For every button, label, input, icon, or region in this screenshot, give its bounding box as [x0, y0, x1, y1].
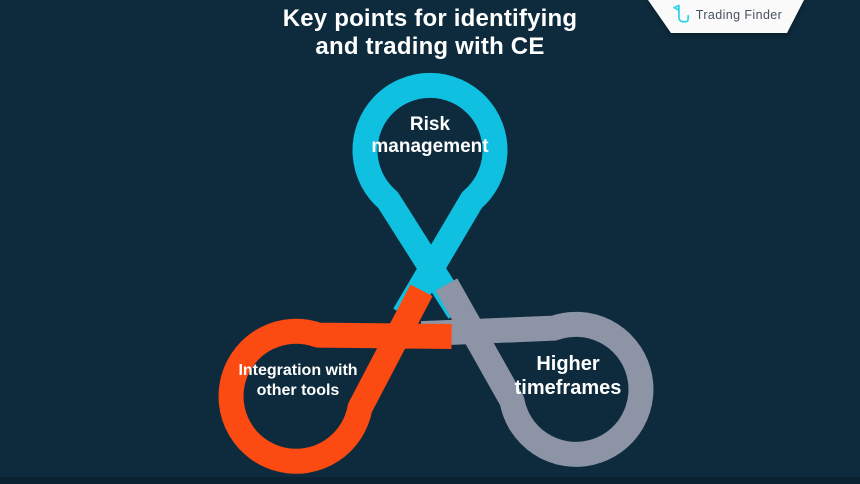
integration-label: Integration with other tools — [238, 362, 358, 399]
trading-finder-logo-icon — [672, 4, 689, 23]
risk-management-loop — [352, 72, 508, 322]
brand-banner-ribbon: Trading Finder — [648, 0, 804, 33]
brand-banner: Trading Finder — [648, 0, 804, 33]
higher-timeframes-loop — [420, 278, 654, 467]
brand-name: Trading Finder — [695, 7, 783, 22]
integration-loop — [218, 284, 452, 474]
page-title: Key points for identifying and trading w… — [282, 5, 578, 60]
risk-management-label: Risk management — [371, 114, 489, 157]
higher-timeframes-label: Higher timeframes — [514, 353, 622, 399]
bottom-edge-bar — [0, 477, 860, 484]
